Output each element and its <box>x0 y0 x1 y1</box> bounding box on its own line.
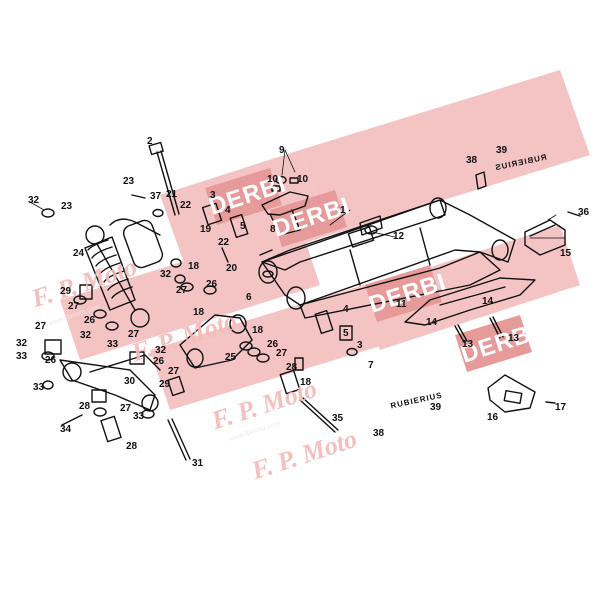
callout-21: 21 <box>166 189 178 200</box>
brand-block-1 <box>205 168 282 225</box>
callout-13: 13 <box>462 339 474 350</box>
callout-33: 33 <box>33 382 45 393</box>
callout-6: 6 <box>246 292 252 303</box>
callout-26: 26 <box>206 279 218 290</box>
callout-12: 12 <box>393 231 405 242</box>
linkage-rocker <box>179 314 253 369</box>
band-2 <box>300 70 590 235</box>
shock-absorber <box>84 218 164 328</box>
callout-19: 19 <box>200 224 212 235</box>
callout-27: 27 <box>176 285 188 296</box>
callout-27: 27 <box>68 301 80 312</box>
callout-18: 18 <box>188 261 200 272</box>
callout-28: 28 <box>126 441 138 452</box>
callout-32: 32 <box>80 330 92 341</box>
callout-20: 20 <box>226 263 238 274</box>
callout-39: 39 <box>430 402 442 413</box>
callout-8: 8 <box>270 224 276 235</box>
washers-and-nuts <box>41 175 378 419</box>
chain-slider-plate <box>487 374 536 413</box>
callout-32: 32 <box>28 195 40 206</box>
callout-17: 17 <box>555 402 567 413</box>
leader-lines <box>29 149 566 239</box>
callout-14: 14 <box>482 296 494 307</box>
callout-3: 3 <box>210 190 216 201</box>
callout-13: 13 <box>508 333 520 344</box>
callout-39: 39 <box>496 145 508 156</box>
band-5 <box>150 280 400 410</box>
callout-27: 27 <box>168 366 180 377</box>
callout-1: 1 <box>340 205 346 216</box>
callout-26: 26 <box>153 356 165 367</box>
callout-11: 11 <box>396 299 407 310</box>
callout-18: 18 <box>193 307 205 318</box>
callout-33: 33 <box>16 351 28 362</box>
callout-28: 28 <box>79 401 91 412</box>
decal-outline <box>475 171 487 190</box>
callout-29: 29 <box>159 379 171 390</box>
callout-10: 10 <box>297 174 309 185</box>
callout-29: 29 <box>60 286 72 297</box>
callout-7: 7 <box>368 360 374 371</box>
callout-14: 14 <box>426 317 438 328</box>
callout-32: 32 <box>155 345 167 356</box>
callout-27: 27 <box>276 348 288 359</box>
callout-22: 22 <box>180 200 192 211</box>
callout-33: 33 <box>133 411 145 422</box>
callout-22: 22 <box>218 237 230 248</box>
callout-16: 16 <box>487 412 499 423</box>
top-bracket <box>261 177 309 236</box>
callout-23: 23 <box>123 176 135 187</box>
callout-30: 30 <box>124 376 136 387</box>
callout-9: 9 <box>279 145 285 156</box>
callout-5: 5 <box>343 328 349 339</box>
callout-4: 4 <box>343 304 349 315</box>
callout-18: 18 <box>252 325 264 336</box>
chain-block <box>524 211 581 256</box>
callout-2: 2 <box>147 136 153 147</box>
callout-24: 24 <box>73 248 85 259</box>
callout-23: 23 <box>61 201 73 212</box>
brand-block-4 <box>455 315 532 372</box>
callout-38: 38 <box>466 155 478 166</box>
callout-34: 34 <box>60 424 72 435</box>
callout-27: 27 <box>128 329 140 340</box>
callout-31: 31 <box>192 458 204 469</box>
callout-15: 15 <box>560 248 572 259</box>
band-3 <box>60 225 320 360</box>
callout-3: 3 <box>357 340 363 351</box>
callout-35: 35 <box>332 413 344 424</box>
callout-27: 27 <box>120 403 132 414</box>
bolts <box>61 194 556 461</box>
callout-25: 25 <box>225 352 237 363</box>
callout-33: 33 <box>107 339 119 350</box>
callout-37: 37 <box>150 191 162 202</box>
callout-26: 26 <box>267 339 279 350</box>
long-bolt <box>148 141 180 216</box>
bushings <box>44 202 353 443</box>
callout-32: 32 <box>16 338 28 349</box>
callout-38: 38 <box>373 428 385 439</box>
callout-26: 26 <box>45 355 57 366</box>
callout-36: 36 <box>578 207 590 218</box>
callout-18: 18 <box>300 377 312 388</box>
swingarm <box>258 197 516 319</box>
callout-26: 26 <box>84 315 96 326</box>
callout-32: 32 <box>160 269 172 280</box>
background-bands <box>60 70 590 410</box>
callout-4: 4 <box>225 205 231 216</box>
callout-10: 10 <box>267 174 279 185</box>
callout-5: 5 <box>240 221 246 232</box>
brand-block-3 <box>365 265 442 322</box>
callout-28: 28 <box>286 362 298 373</box>
chain-guide <box>404 277 536 326</box>
callout-27: 27 <box>35 321 47 332</box>
